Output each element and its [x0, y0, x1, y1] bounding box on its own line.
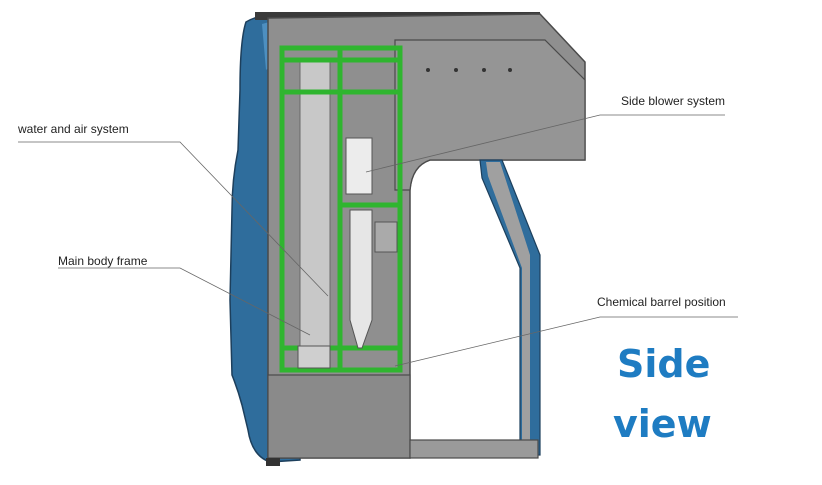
green-frame: [279, 45, 403, 373]
base-plate: [267, 374, 411, 459]
bolt: [482, 68, 486, 72]
lower-box: [297, 345, 331, 369]
chemical-barrel: [349, 209, 373, 349]
label-main-body-frame: Main body frame: [58, 254, 148, 268]
base-foot: [409, 439, 539, 459]
inner-column: [299, 57, 331, 369]
leader-lines: [18, 114, 738, 367]
bolt: [454, 68, 458, 72]
front-handle-panel: [486, 162, 530, 448]
bracket: [374, 221, 398, 253]
title-line-2: view: [613, 402, 712, 446]
side-blower-unit: [345, 137, 373, 195]
wheel: [266, 458, 280, 466]
label-water-air-system: water and air system: [18, 122, 129, 136]
upper-housing: [394, 39, 586, 191]
label-side-blower-system: Side blower system: [621, 94, 726, 108]
bolt: [508, 68, 512, 72]
title-line-1: Side: [617, 342, 711, 386]
label-chemical-barrel-position: Chemical barrel position: [597, 295, 726, 309]
bolt: [426, 68, 430, 72]
